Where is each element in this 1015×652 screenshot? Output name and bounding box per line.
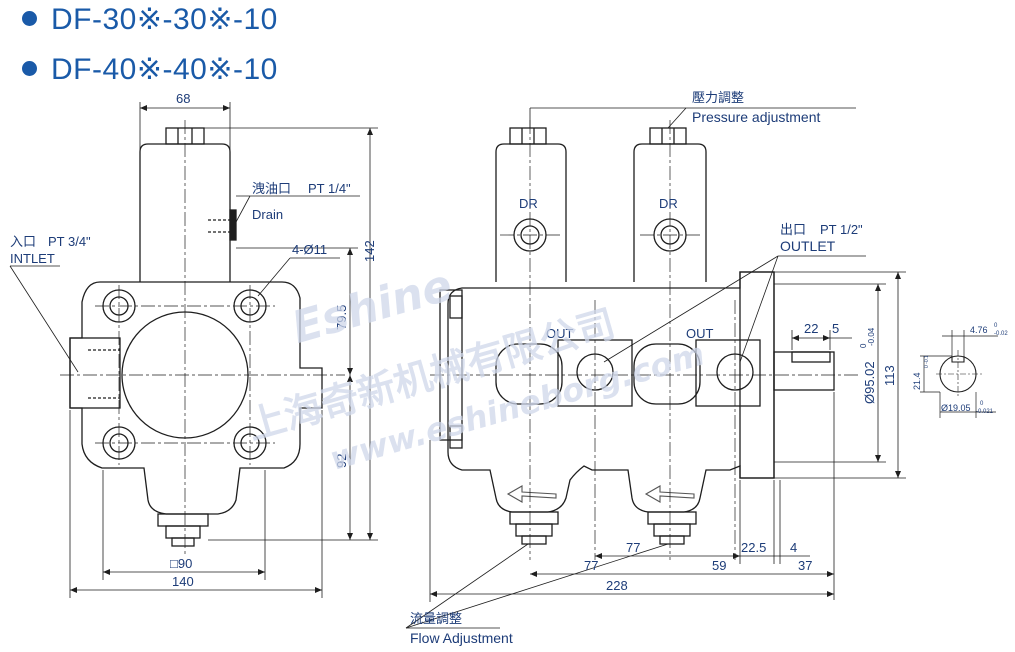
dim-92: 92: [334, 454, 349, 468]
holes-label: 4-Ø11: [292, 242, 327, 257]
bullet-dot-icon: [22, 10, 37, 26]
front-arrowheads: [70, 105, 373, 593]
flow-nut-left: [157, 513, 209, 527]
dim-22: 22: [804, 321, 818, 336]
dim-5: 5: [832, 321, 839, 336]
rotation-arrows: [506, 485, 695, 503]
pressure-nut-2: [649, 127, 687, 145]
flow-label-cn: 流量調整: [410, 611, 462, 626]
dim-79-5: 79.5: [334, 305, 349, 330]
dim-37: 37: [798, 558, 812, 573]
front-dimension-lines: [9, 102, 378, 598]
dim-95-tol-top: 0: [859, 343, 868, 348]
shaft-dia-tol-bot: -0.021: [976, 409, 994, 415]
dim-95-tol-bot: -0.04: [867, 327, 876, 346]
dim-68: 68: [176, 91, 190, 106]
mounting-holes: [102, 289, 267, 460]
pressure-label-cn: 壓力調整: [692, 90, 744, 105]
shaft-height-tol: 0 -0.1: [924, 355, 930, 368]
pressure-nut-1: [509, 127, 547, 145]
bullet-dot-icon: [22, 60, 37, 76]
dr-label-1: DR: [519, 196, 538, 211]
dim-sq90: □90: [170, 556, 192, 571]
drain-label-en: Drain: [252, 207, 283, 222]
flow-nut-2: [647, 511, 697, 525]
drain-label-pt: PT 1/4": [308, 181, 351, 196]
out-label-1: OUT: [546, 326, 574, 341]
dim-140: 140: [172, 574, 194, 589]
side-centerlines: [430, 120, 860, 560]
pressure-label-en: Pressure adjustment: [692, 109, 821, 125]
drive-shaft: [773, 351, 835, 391]
drain-label-cn: 洩油口: [252, 181, 291, 196]
inlet-port-boss: [69, 337, 121, 409]
dim-77-upper: 77: [626, 540, 640, 555]
pump-body-side: [447, 271, 775, 513]
drain-port: [229, 209, 237, 241]
inlet-label-en: INTLET: [10, 251, 55, 266]
front-centerlines: [60, 120, 345, 555]
dr-label-2: DR: [659, 196, 678, 211]
watermark-brand: Eshine: [286, 260, 458, 354]
side-dimension-lines: [405, 107, 906, 629]
key-width: 4.76: [970, 325, 988, 335]
outlet-label-en: OUTLET: [780, 238, 836, 254]
dim-4: 4: [790, 540, 797, 555]
model-title-1-text: DF-30※-30※-10: [51, 3, 278, 36]
outlet-label-cn: 出口: [780, 222, 806, 237]
dim-59: 59: [712, 558, 726, 573]
dim-228: 228: [606, 578, 628, 593]
outlet-label-pt: PT 1/2": [820, 222, 863, 237]
pressure-tower-1: [495, 143, 567, 282]
out-label-2: OUT: [686, 326, 714, 341]
shaft-dia: Ø19.05: [941, 403, 971, 413]
dim-dia-95-02: Ø95.02: [862, 361, 877, 404]
key-width-tol-top: 0: [994, 323, 998, 329]
dim-113: 113: [882, 365, 897, 386]
shaft-key: [791, 351, 831, 363]
dim-22-5: 22.5: [741, 540, 766, 555]
model-title-1: DF-30※-30※-10: [22, 2, 278, 37]
shaft-height: 21.4: [912, 372, 922, 390]
side-arrowheads: [430, 272, 901, 597]
model-title-2-text: DF-40※-40※-10: [51, 53, 278, 86]
flow-label-en: Flow Adjustment: [410, 630, 513, 646]
shaft-dia-tol-top: 0: [980, 401, 984, 407]
shaft-section-detail: [920, 330, 998, 418]
dim-77-lower: 77: [584, 558, 598, 573]
flow-nut-1: [509, 511, 559, 525]
inlet-label-cn: 入口: [10, 234, 36, 249]
outlet-block-2: [695, 339, 761, 407]
key-width-tol-bot: -0.02: [994, 331, 1008, 337]
inlet-label-pt: PT 3/4": [48, 234, 91, 249]
dim-142: 142: [362, 240, 377, 262]
model-title-2: DF-40※-40※-10: [22, 52, 278, 87]
